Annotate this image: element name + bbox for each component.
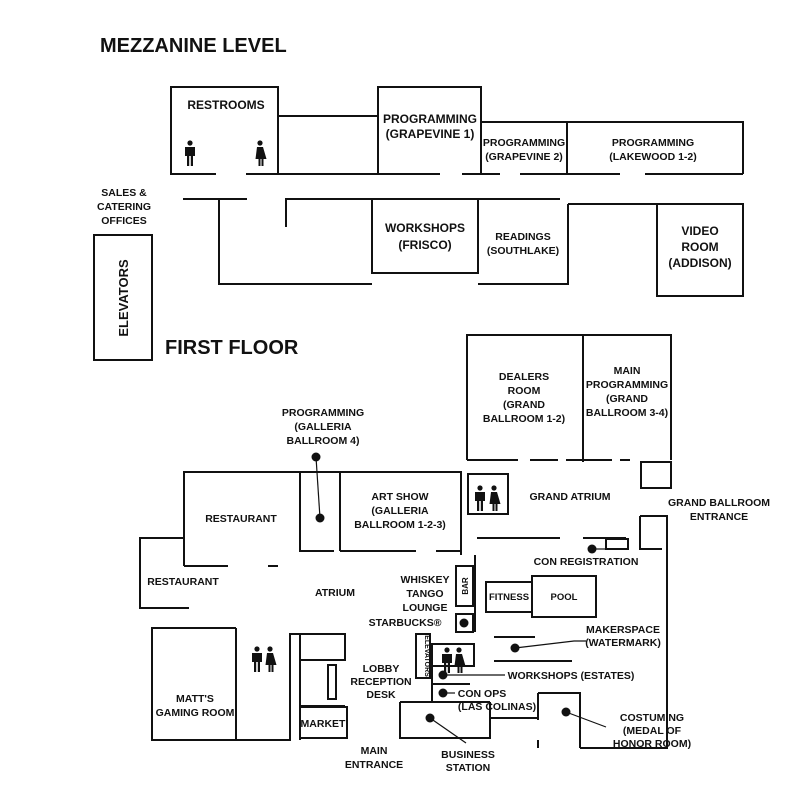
art-show-label-1: ART SHOW <box>371 491 428 503</box>
restroom-woman-icon <box>265 646 277 672</box>
pool-room <box>531 575 597 618</box>
elevators-label: ELEVATORS <box>116 259 131 337</box>
pool-label: POOL <box>551 592 578 603</box>
matts-gaming-room: MATT'S GAMING ROOM <box>151 627 300 741</box>
programming-grapevine2-label-2: (GRAPEVINE 2) <box>485 151 563 163</box>
service-box <box>640 461 672 489</box>
main-programming-room: MAIN PROGRAMMING (GRAND BALLROOM 3-4) <box>586 365 668 419</box>
lobby-reception-label-3: DESK <box>366 689 396 701</box>
video-room-label-1: VIDEO <box>681 224 718 238</box>
first-floor-restroom <box>431 643 475 673</box>
elevators-small-label: ELEVATORS <box>423 635 430 677</box>
restrooms-room: RESTROOMS <box>170 86 279 175</box>
readings-southlake-room: READINGS (SOUTHLAKE) <box>478 198 569 285</box>
programming-galleria-label-1: PROGRAMMING <box>282 407 364 419</box>
matts-gaming-label-2: GAMING ROOM <box>156 707 235 719</box>
con-registration-desk <box>605 538 629 550</box>
restroom-man-icon <box>185 140 195 166</box>
bar-counter: BAR <box>455 565 474 607</box>
main-entrance-label-1: MAIN <box>361 745 388 757</box>
whiskey-tango-label-3: LOUNGE <box>403 602 448 614</box>
workshops-frisco-label-1: WORKSHOPS <box>385 221 465 235</box>
programming-lakewood-label-2: (LAKEWOOD 1-2) <box>609 151 697 163</box>
lobby-reception-label-2: RECEPTION <box>350 676 411 688</box>
elevators-mezzanine: ELEVATORS <box>93 234 153 361</box>
grand-atrium-restroom <box>467 473 509 515</box>
art-show-label-3: BALLROOM 1-2-3) <box>354 519 446 531</box>
programming-galleria-label-2: (GALLERIA <box>294 421 352 433</box>
workshops-frisco-label-2: (FRISCO) <box>398 238 451 252</box>
programming-lakewood-room: PROGRAMMING (LAKEWOOD 1-2) <box>567 121 744 175</box>
con-registration-label: CON REGISTRATION <box>534 556 639 568</box>
con-ops-label-1: CON OPS <box>458 688 506 700</box>
market-label: MARKET <box>301 718 346 730</box>
programming-grapevine1-label-1: PROGRAMMING <box>383 112 477 126</box>
main-programming-label-2: PROGRAMMING <box>586 379 668 391</box>
dealers-room-label-4: BALLROOM 1-2) <box>483 413 565 425</box>
restaurant-lower-label: RESTAURANT <box>147 576 219 588</box>
programming-grapevine2-room: PROGRAMMING (GRAPEVINE 2) <box>481 121 568 175</box>
costuming-label-2: (MEDAL OF <box>623 725 682 737</box>
matts-gaming-label-1: MATT'S <box>176 693 214 705</box>
atrium-label: ATRIUM <box>315 587 355 599</box>
whiskey-tango-label-1: WHISKEY <box>400 574 449 586</box>
business-station-label-1: BUSINESS <box>441 749 495 761</box>
workshops-frisco-room: WORKSHOPS (FRISCO) <box>371 198 479 274</box>
sales-catering-label-3: OFFICES <box>101 215 147 227</box>
art-show-label-2: (GALLERIA <box>371 505 429 517</box>
main-programming-label-3: (GRAND <box>606 393 648 405</box>
programming-grapevine2-label-1: PROGRAMMING <box>483 137 565 149</box>
programming-galleria-label-3: BALLROOM 4) <box>287 435 360 447</box>
programming-grapevine1-room: PROGRAMMING (GRAPEVINE 1) <box>377 86 482 175</box>
dealers-room-label-2: ROOM <box>508 385 541 397</box>
programming-lakewood-label-1: PROGRAMMING <box>612 137 694 149</box>
grand-atrium-label: GRAND ATRIUM <box>529 491 610 503</box>
first-floor-heading: FIRST FLOOR <box>165 337 299 359</box>
mezzanine-heading: MEZZANINE LEVEL <box>100 35 287 57</box>
grand-ballroom-entrance-label-2: ENTRANCE <box>690 511 748 523</box>
lobby-reception-label-1: LOBBY <box>363 663 400 675</box>
main-programming-label-1: MAIN <box>614 365 641 377</box>
restrooms-label: RESTROOMS <box>187 98 264 112</box>
sales-catering-label-2: CATERING <box>97 201 151 213</box>
dealers-room: DEALERS ROOM (GRAND BALLROOM 1-2) <box>466 334 672 462</box>
video-room-label-2: ROOM <box>681 240 718 254</box>
restroom-woman-icon <box>255 140 267 166</box>
starbucks-label: STARBUCKS® <box>369 617 442 629</box>
fitness-label: FITNESS <box>489 592 529 603</box>
dealers-room-label-1: DEALERS <box>499 371 549 383</box>
location-dot-icon <box>315 513 325 523</box>
dealers-room-label-3: (GRAND <box>503 399 545 411</box>
con-ops-label-2: (LAS COLINAS) <box>458 701 536 713</box>
makerspace-label-2: (WATERMARK) <box>585 637 661 649</box>
location-dot-icon <box>459 618 469 628</box>
business-station-label-2: STATION <box>446 762 491 774</box>
costuming-label-3: HONOR ROOM) <box>613 738 691 750</box>
readings-southlake-label-2: (SOUTHLAKE) <box>487 245 559 257</box>
restroom-man-icon <box>252 646 262 672</box>
market-room: MARKET <box>299 706 348 739</box>
workshops-estates-label: WORKSHOPS (ESTATES) <box>508 670 635 682</box>
makerspace-label-1: MAKERSPACE <box>586 624 660 636</box>
video-room-addison: VIDEO ROOM (ADDISON) <box>568 203 744 297</box>
main-entrance-label-2: ENTRANCE <box>345 759 403 771</box>
restaurant-upper-label: RESTAURANT <box>205 513 277 525</box>
grand-ballroom-entrance-label-1: GRAND BALLROOM <box>668 497 770 509</box>
sales-catering-label-1: SALES & <box>101 187 147 199</box>
readings-southlake-label-1: READINGS <box>495 231 550 243</box>
costuming-label-1: COSTUMING <box>620 712 684 724</box>
main-programming-label-4: BALLROOM 3-4) <box>586 407 668 419</box>
bar-label: BAR <box>461 577 470 595</box>
video-room-label-3: (ADDISON) <box>668 256 731 270</box>
elevators-first-floor: ELEVATORS <box>415 633 431 679</box>
whiskey-tango-label-2: TANGO <box>406 588 443 600</box>
programming-grapevine1-label-2: (GRAPEVINE 1) <box>386 127 475 141</box>
